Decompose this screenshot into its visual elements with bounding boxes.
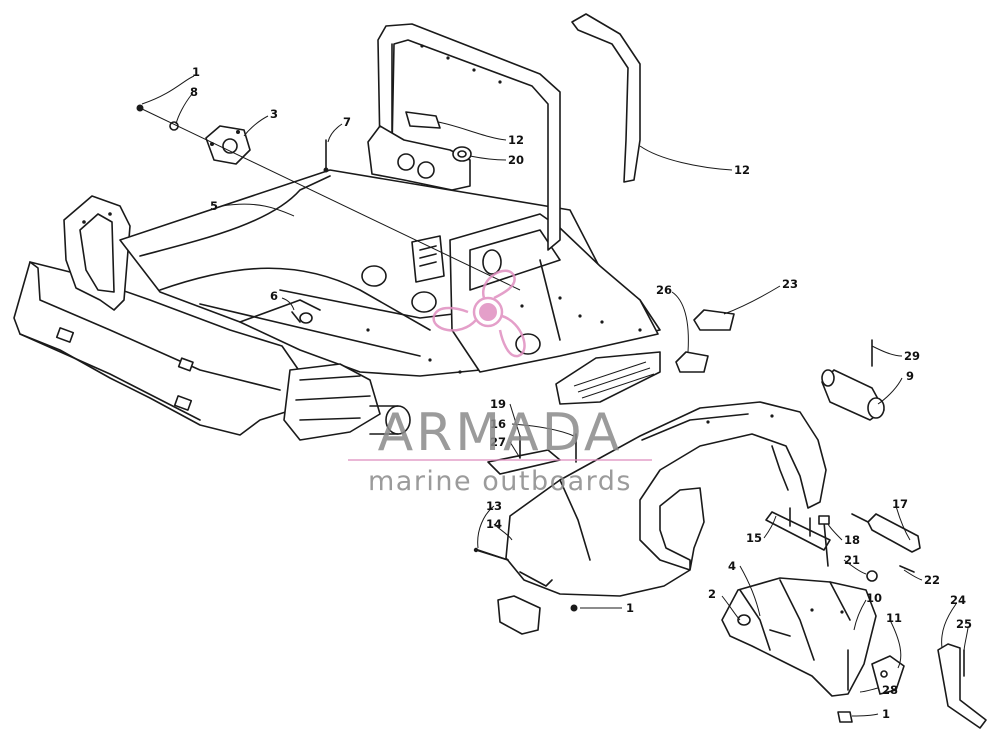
callout-labels: 1 8 3 7 5 12 20 12 6 26 23 29 9 19 16 27… — [190, 65, 972, 721]
callout-28: 28 — [882, 683, 898, 697]
armada-watermark: ARMADA marine outboards — [348, 269, 652, 497]
callout-1-fender: 1 — [626, 601, 634, 615]
callout-13: 13 — [486, 499, 502, 513]
callout-2: 2 — [708, 587, 716, 601]
callout-16: 16 — [490, 417, 506, 431]
callout-23: 23 — [782, 277, 798, 291]
small-hardware — [291, 139, 578, 612]
plates-26-23 — [555, 309, 735, 405]
callout-17: 17 — [892, 497, 908, 511]
lower-housing — [721, 577, 905, 723]
callout-5: 5 — [210, 199, 218, 213]
callout-20: 20 — [508, 153, 524, 167]
watermark-tagline: marine outboards — [368, 466, 632, 497]
callout-3: 3 — [270, 107, 278, 121]
callout-14: 14 — [486, 517, 502, 531]
callout-29: 29 — [904, 349, 920, 363]
callout-1-housing: 1 — [882, 707, 890, 721]
callout-21: 21 — [844, 553, 860, 567]
component-9 — [821, 339, 885, 421]
callout-10: 10 — [866, 591, 882, 605]
callout-11: 11 — [886, 611, 902, 625]
callout-27: 27 — [490, 435, 506, 449]
bracket-15 — [765, 507, 831, 551]
leader-lines — [141, 75, 969, 717]
grab-handle-17 — [851, 513, 921, 553]
callout-18: 18 — [844, 533, 860, 547]
handle-bar-12 — [571, 13, 641, 183]
callout-25: 25 — [956, 617, 972, 631]
roll-hoop — [367, 23, 561, 251]
fasteners-18-21-22 — [818, 515, 915, 582]
callout-26: 26 — [656, 283, 672, 297]
callout-24: 24 — [950, 593, 966, 607]
fender-shell — [477, 401, 827, 635]
callout-22: 22 — [924, 573, 940, 587]
bracket-3 — [136, 104, 521, 291]
callout-1: 1 — [192, 65, 200, 79]
callout-6: 6 — [270, 289, 278, 303]
callout-4: 4 — [728, 559, 736, 573]
watermark-brand: ARMADA — [378, 403, 623, 463]
bar-24-25 — [937, 643, 987, 729]
callout-9: 9 — [906, 369, 914, 383]
chassis-frame — [13, 169, 661, 441]
callout-19: 19 — [490, 397, 506, 411]
callout-7: 7 — [343, 115, 351, 129]
callout-12: 12 — [508, 133, 524, 147]
callout-15: 15 — [746, 531, 762, 545]
propeller-logo-icon — [432, 269, 526, 358]
callout-12-handle: 12 — [734, 163, 750, 177]
callout-8: 8 — [190, 85, 198, 99]
